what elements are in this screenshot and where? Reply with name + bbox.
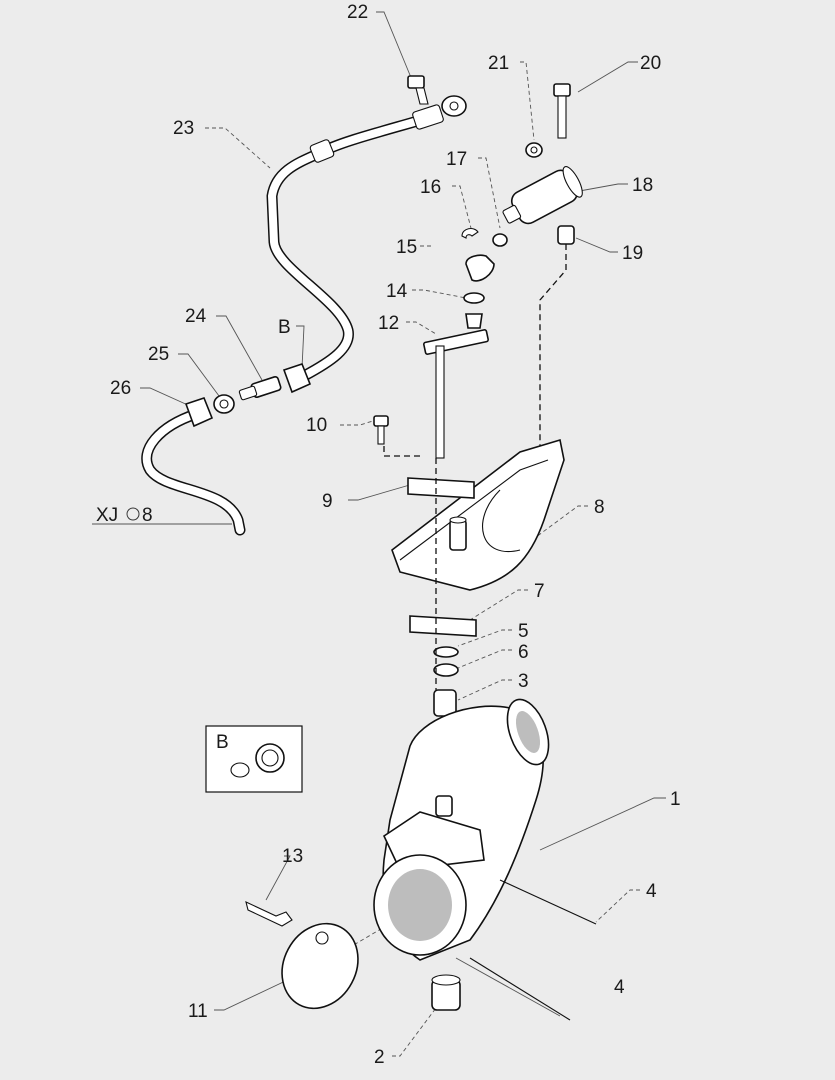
- callout-4-lower: 4: [614, 977, 625, 998]
- callout-12: 12: [378, 313, 399, 334]
- detail-box-label: B: [216, 732, 229, 753]
- callout-21: 21: [488, 53, 509, 74]
- callout-17: 17: [446, 149, 467, 170]
- bracket-and-plates: [391, 438, 565, 717]
- callout-22: 22: [347, 2, 368, 23]
- callout-b: B: [278, 317, 291, 338]
- callout-16: 16: [420, 177, 441, 198]
- callout-1: 1: [670, 789, 681, 810]
- housing-1: [245, 698, 597, 1021]
- callout-14: 14: [386, 281, 408, 302]
- callout-2: 2: [374, 1047, 385, 1068]
- callouts: 22 21 20 23 17 18 16 15 19 14 24 B 12 25…: [110, 2, 681, 1068]
- leader-lines: [92, 11, 666, 1057]
- fuel-hose-assembly: [141, 75, 467, 536]
- callout-26: 26: [110, 378, 131, 399]
- reference-number: 8: [142, 505, 153, 526]
- callout-7: 7: [534, 581, 545, 602]
- callout-4-upper: 4: [646, 881, 657, 902]
- callout-6: 6: [518, 642, 529, 663]
- callout-8: 8: [594, 497, 605, 518]
- callout-11: 11: [188, 1001, 208, 1022]
- callout-3: 3: [518, 671, 529, 692]
- callout-24: 24: [185, 306, 207, 327]
- reference-prefix: XJ: [96, 505, 118, 526]
- fuel-filter-group: [373, 83, 583, 459]
- callout-18: 18: [632, 175, 653, 196]
- detail-box-b: B: [205, 725, 303, 793]
- callout-19: 19: [622, 243, 643, 264]
- fuel-filter-18: [502, 166, 583, 225]
- callout-10: 10: [306, 415, 327, 436]
- callout-20: 20: [640, 53, 661, 74]
- callout-25: 25: [148, 344, 169, 365]
- callout-15: 15: [396, 237, 417, 258]
- callout-5: 5: [518, 621, 529, 642]
- reference-label: XJ 8: [96, 505, 153, 526]
- callout-13: 13: [282, 846, 303, 867]
- bolt-20: [557, 95, 567, 139]
- callout-23: 23: [173, 118, 194, 139]
- callout-9: 9: [322, 491, 333, 512]
